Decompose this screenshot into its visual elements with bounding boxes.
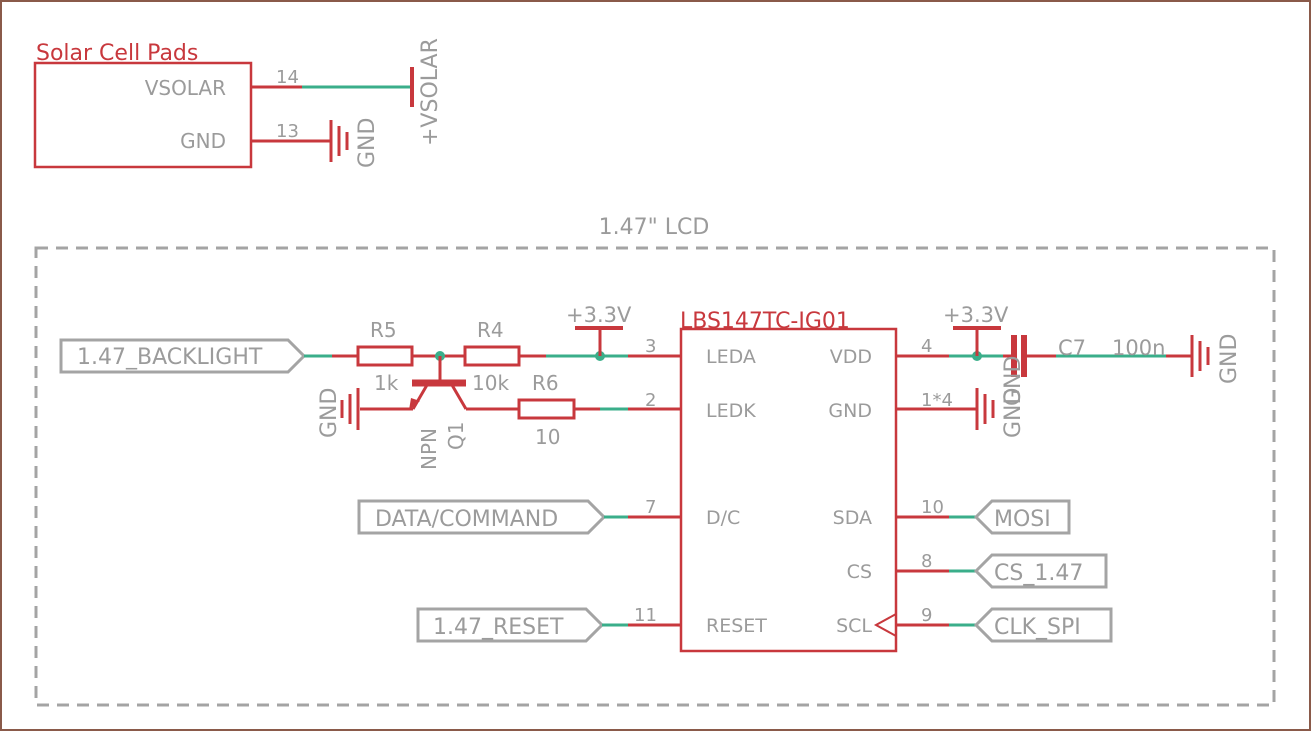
pin-number: 10: [921, 497, 944, 518]
lcd-chip-body: [679, 327, 898, 653]
pin-number: 7: [645, 497, 656, 518]
lcd-section-title: 1.47" LCD: [599, 215, 710, 240]
resistor-r6: [517, 398, 576, 420]
net-label-frame: [59, 338, 307, 374]
net-label-reset: 1.47_RESET: [433, 615, 564, 640]
emitter-arrow: [409, 398, 420, 410]
pin-vdd: VDD: [830, 346, 872, 368]
transistor-emitter: [411, 384, 429, 410]
resistor-r5: [356, 345, 414, 367]
gnd-symbol: [340, 388, 360, 430]
pin-number: 2: [645, 390, 656, 411]
lcd-chip-name: LBS147TC-IG01: [680, 309, 850, 334]
net-label-backlight: 1.47_BACKLIGHT: [77, 345, 263, 370]
gnd-label: GND: [355, 118, 380, 168]
pin-number: 13: [276, 121, 299, 142]
q1-name: Q1: [444, 422, 468, 450]
c7-value: 100n: [1112, 336, 1165, 360]
net-label-frame: [973, 607, 1113, 643]
c7-name: C7: [1058, 336, 1086, 360]
transistor-collector: [450, 384, 468, 410]
net-label-dc: DATA/COMMAND: [375, 507, 558, 532]
solar-cell-pads: Solar Cell Pads VSOLAR GND 14 13 +VSOLAR…: [33, 38, 443, 169]
pin-number: 1*4: [921, 390, 953, 411]
supply-3v3-label: +3.3V: [566, 303, 632, 327]
lcd-section: 1.47" LCD LBS147TC-IG01 LEDA LEDK D/C RE…: [34, 215, 1276, 707]
pin-number: 3: [645, 336, 656, 357]
net-label-cs: CS_1.47: [994, 561, 1083, 586]
pin-number: 8: [921, 551, 932, 572]
gnd-symbol: [1190, 335, 1210, 377]
r5-value: 1k: [374, 371, 399, 395]
lcd-dashed-frame: [34, 246, 1276, 707]
solar-part-body: [33, 61, 253, 169]
pin-reset: RESET: [706, 615, 767, 637]
pin-cs: CS: [847, 561, 872, 583]
pin-leda: LEDA: [706, 346, 756, 368]
net-label-frame: [357, 499, 607, 535]
pin-number: 4: [921, 336, 932, 357]
pin-number: 14: [276, 67, 299, 88]
pin-gnd: GND: [828, 400, 872, 422]
gnd-label: GND: [1001, 356, 1026, 406]
resistor-r4: [463, 345, 521, 367]
pin-number: 9: [921, 605, 932, 626]
net-label-frame: [416, 607, 605, 643]
net-label-clk: CLK_SPI: [994, 615, 1081, 640]
pin-ledk: LEDK: [706, 400, 756, 422]
gnd-label: GND: [317, 388, 342, 438]
r6-value: 10: [535, 425, 560, 449]
r4-value: 10k: [472, 371, 509, 395]
gnd-label: GND: [1001, 388, 1026, 438]
pin-scl: SCL: [836, 615, 872, 637]
net-label-frame: [973, 499, 1071, 535]
solar-pin-vsolar: VSOLAR: [145, 76, 226, 100]
r4-name: R4: [477, 318, 504, 342]
supply-vsolar-label: +VSOLAR: [418, 38, 443, 146]
pin-dc: D/C: [706, 507, 740, 529]
r6-name: R6: [532, 371, 559, 395]
pin-sda: SDA: [833, 507, 872, 529]
pin-number: 11: [634, 605, 657, 626]
gnd-symbol: [975, 388, 995, 430]
net-label-frame: [973, 553, 1108, 589]
net-label-mosi: MOSI: [994, 507, 1051, 532]
clock-marker: [873, 613, 897, 637]
supply-3v3-label: +3.3V: [943, 303, 1009, 327]
q1-type: NPN: [417, 428, 441, 470]
gnd-label: GND: [1217, 334, 1242, 384]
gnd-symbol: [329, 120, 349, 162]
r5-name: R5: [370, 318, 397, 342]
solar-pin-gnd: GND: [180, 129, 226, 153]
